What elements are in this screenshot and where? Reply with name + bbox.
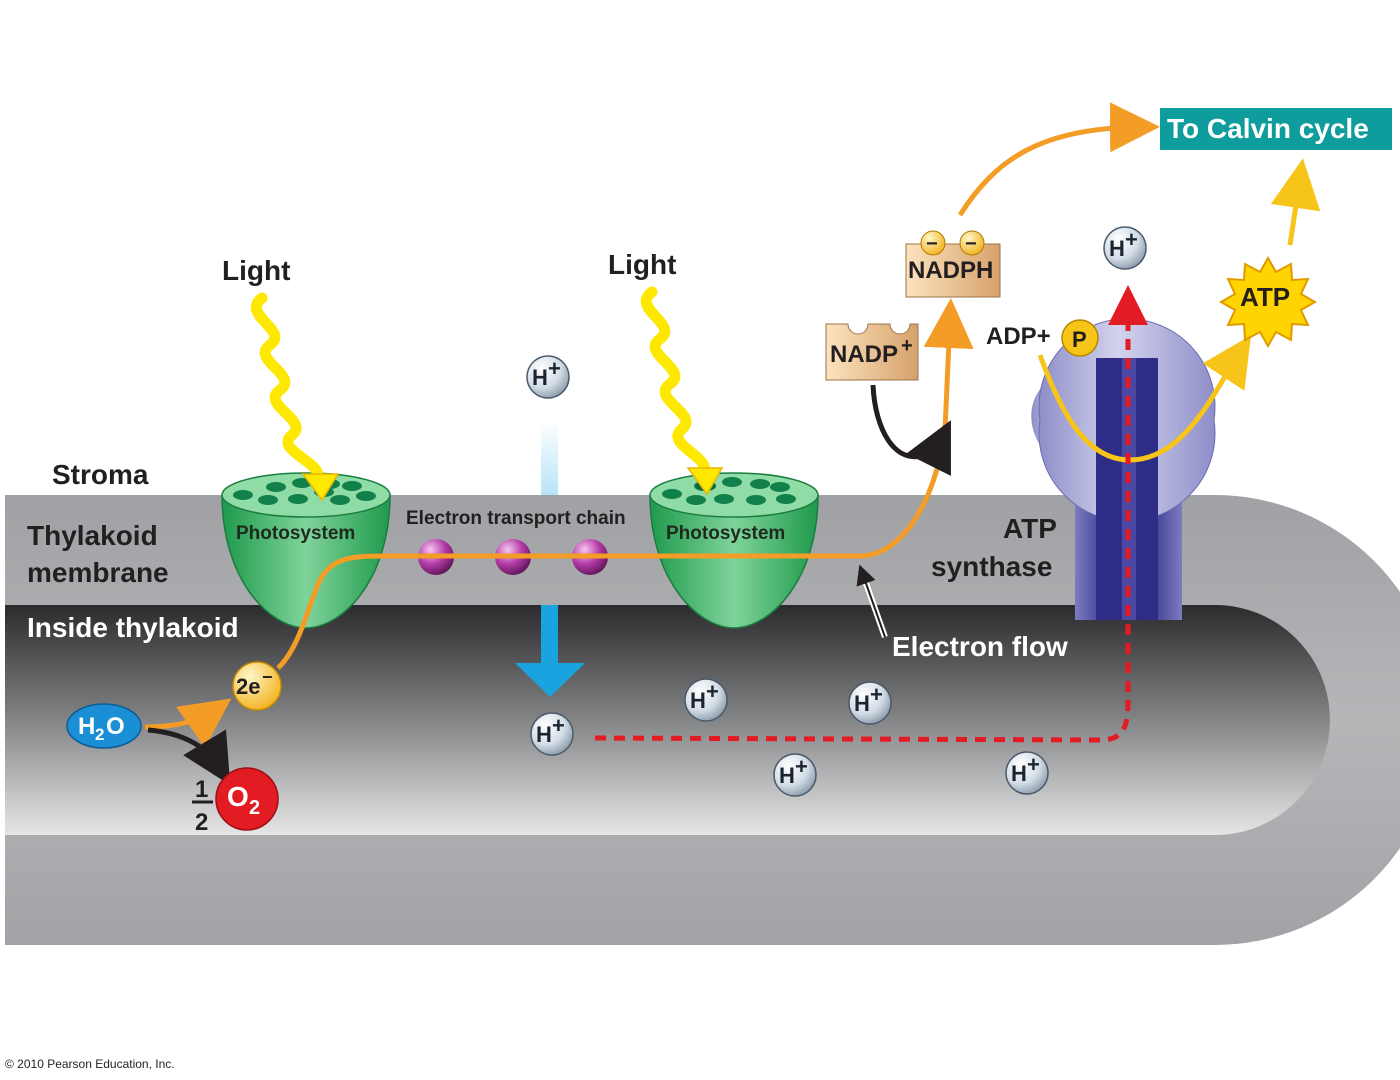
svg-text:+: + [706, 679, 719, 704]
h-ion-lumen-3: H + [848, 681, 892, 725]
svg-text:H: H [854, 691, 870, 716]
half-numerator: 1 [195, 776, 208, 803]
svg-text:+: + [552, 713, 565, 738]
atp-to-calvin-arrow [1270, 158, 1321, 246]
atp-burst-icon [1218, 255, 1318, 349]
h-ion-lumen-2: H + [684, 678, 728, 722]
h-ion-lumen-5: H + [1005, 751, 1049, 795]
nadp-plus-sign: + [901, 335, 913, 357]
adp-label: ADP+ [986, 323, 1051, 350]
water-subscript: 2 [95, 725, 104, 744]
nadph-minus-left: − [926, 233, 938, 255]
electron-transport-chain-label: Electron transport chain [406, 508, 626, 529]
light-arrowhead-left-icon [301, 473, 340, 502]
svg-text:H: H [1109, 236, 1125, 261]
electron-pair [232, 661, 282, 711]
light-wave-left-icon [250, 292, 324, 484]
thylakoid-lumen [5, 605, 1330, 835]
svg-text:H: H [1011, 761, 1027, 786]
photosystem-right [649, 472, 819, 629]
nadph-label: NADPH [908, 257, 993, 284]
water-o-label: O [106, 713, 125, 740]
h-ion-stroma-right: H + [1103, 226, 1147, 270]
svg-text:+: + [870, 682, 883, 707]
water-label: H [78, 713, 95, 740]
photosystem-left-label: Photosystem [236, 523, 355, 544]
svg-text:H: H [532, 365, 548, 390]
water-to-electron-arrow [144, 698, 232, 748]
h-ion-stroma-center: H + [526, 355, 570, 399]
phosphate-label: P [1072, 327, 1087, 352]
water-to-oxygen-arrow [147, 727, 231, 786]
nadph-to-calvin-arrow [957, 102, 1160, 217]
proton-flow-path [594, 285, 1148, 743]
water-molecule [66, 703, 142, 749]
light-arrowhead-right-icon [686, 467, 724, 496]
calvin-cycle-box [1160, 108, 1392, 150]
atp-synthase-label-line1: ATP [1003, 513, 1057, 544]
svg-text:H: H [536, 722, 552, 747]
proton-pump-arrow-icon [515, 663, 585, 697]
light-wave-right-icon [640, 286, 710, 478]
stroma-label: Stroma [52, 459, 149, 490]
electron-flow-path [276, 298, 974, 670]
svg-text:+: + [795, 754, 808, 779]
nadp-box [825, 323, 919, 381]
light-label-right: Light [608, 249, 676, 280]
atp-synthase-label-line2: synthase [931, 551, 1052, 582]
svg-text:H: H [779, 763, 795, 788]
svg-text:+: + [548, 356, 561, 381]
phosphate-circle [1061, 319, 1099, 357]
atp-label: ATP [1240, 282, 1290, 312]
electron-flow-pointer-line [856, 564, 886, 638]
oxygen-molecule [215, 767, 279, 831]
h-ion-lumen-1: H + [530, 712, 574, 756]
svg-text:H: H [690, 688, 706, 713]
electron-pair-minus: − [262, 667, 273, 687]
thylakoid-membrane-label-line1: Thylakoid [27, 520, 158, 551]
thylakoid-membrane-label-line2: membrane [27, 557, 169, 588]
svg-text:+: + [1027, 752, 1040, 777]
nadph-electron-left [920, 230, 946, 256]
light-label-left: Light [222, 255, 290, 286]
electron-pair-label: 2e [236, 674, 260, 699]
calvin-cycle-label: To Calvin cycle [1167, 113, 1369, 144]
nadph-box [905, 243, 1001, 298]
oxygen-subscript: 2 [249, 797, 260, 819]
nadph-minus-right: − [965, 233, 977, 255]
inside-thylakoid-label: Inside thylakoid [27, 612, 239, 643]
h-ion-lumen-4: H + [773, 753, 817, 797]
oxygen-label: O [227, 781, 249, 812]
svg-text:+: + [1125, 227, 1138, 252]
half-denominator: 2 [195, 809, 208, 836]
copyright: © 2010 Pearson Education, Inc. [5, 1057, 175, 1071]
proton-pump-stem-top [541, 420, 558, 495]
photosystem-right-label: Photosystem [666, 523, 785, 544]
electron-flow-label: Electron flow [892, 631, 1068, 662]
nadph-electron-right [959, 230, 985, 256]
nadp-label: NADP [830, 341, 898, 368]
proton-pump-stem [541, 605, 558, 665]
nadp-reduction-arrow [870, 384, 951, 477]
